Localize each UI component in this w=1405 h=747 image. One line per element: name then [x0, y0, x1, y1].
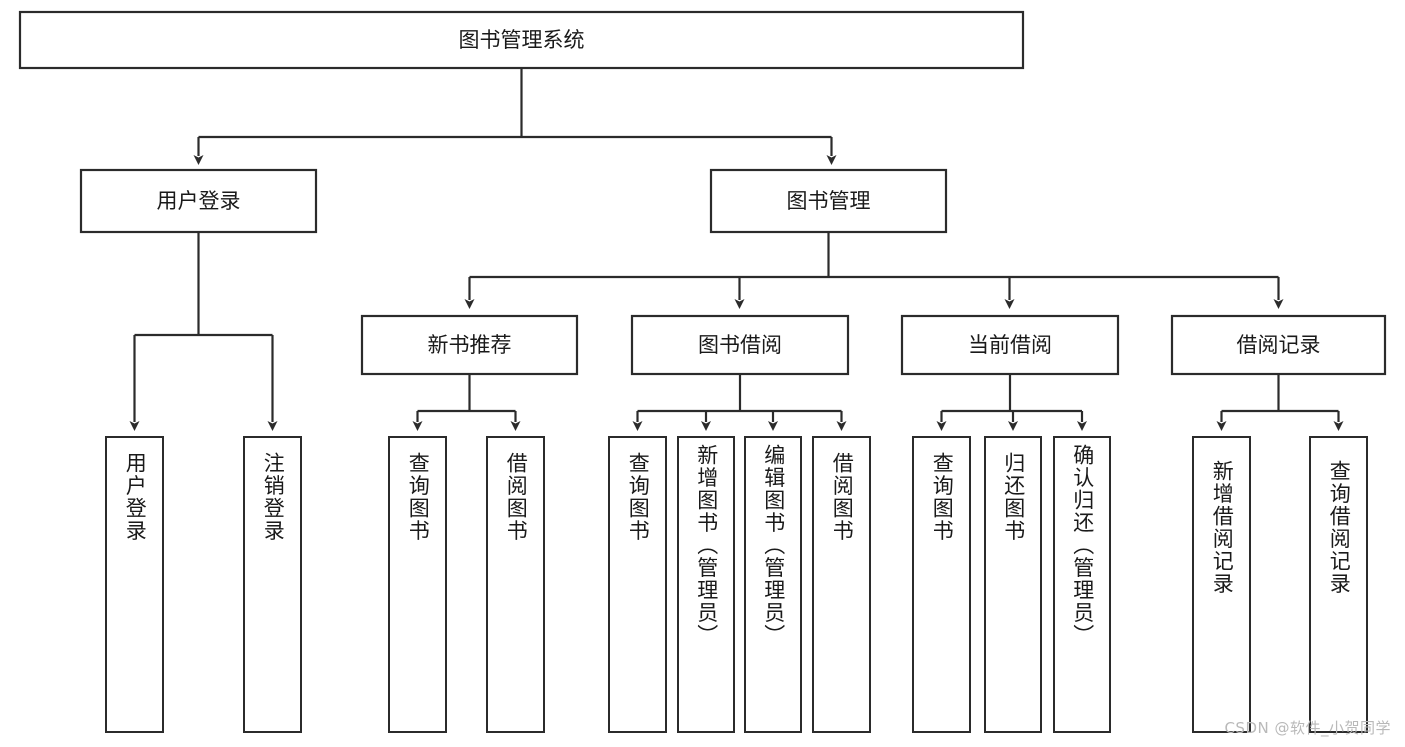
node-user-login[interactable]: 用户登录	[79, 168, 318, 234]
leaf-edit-book[interactable]: 编辑图书（管理员）	[744, 436, 802, 733]
leaf-query-book-1-label: 查询图书	[406, 452, 431, 542]
leaf-query-book-2-label: 查询图书	[626, 452, 651, 542]
node-borrow-record-rect	[1170, 314, 1387, 376]
leaf-borrow-book-1[interactable]: 借阅图书	[486, 436, 545, 733]
leaf-query-book-3-label: 查询图书	[930, 452, 955, 542]
leaf-logout[interactable]: 注销登录	[243, 436, 302, 733]
edge-book-manage-to-level3	[464, 232, 1284, 309]
edge-new-book-recommend-to-leaves	[412, 374, 521, 431]
leaf-borrow-book-2-label: 借阅图书	[830, 452, 855, 542]
node-current-borrow[interactable]: 当前借阅	[900, 314, 1120, 376]
leaf-query-book-1[interactable]: 查询图书	[388, 436, 447, 733]
leaf-query-book-2[interactable]: 查询图书	[608, 436, 667, 733]
node-current-borrow-rect	[900, 314, 1120, 376]
edge-root-to-level2	[193, 68, 837, 165]
leaf-add-book-label: 新增图书（管理员）	[694, 444, 719, 647]
node-borrow-record[interactable]: 借阅记录	[1170, 314, 1387, 376]
leaf-add-book[interactable]: 新增图书（管理员）	[677, 436, 735, 733]
leaf-user-login[interactable]: 用户登录	[105, 436, 164, 733]
leaf-add-record-label: 新增借阅记录	[1210, 460, 1235, 595]
edge-borrow-record-to-leaves	[1216, 374, 1344, 431]
node-book-borrow[interactable]: 图书借阅	[630, 314, 850, 376]
leaf-edit-book-label: 编辑图书（管理员）	[761, 444, 786, 647]
edge-current-borrow-to-leaves	[936, 374, 1087, 431]
leaf-add-record[interactable]: 新增借阅记录	[1192, 436, 1251, 733]
leaf-borrow-book-2[interactable]: 借阅图书	[812, 436, 871, 733]
node-borrow-record-label: 借阅记录	[1237, 333, 1321, 357]
leaf-confirm-return-label: 确认归还（管理员）	[1070, 444, 1095, 647]
node-user-login-rect	[79, 168, 318, 234]
node-new-book-recommend-label: 新书推荐	[428, 333, 512, 357]
leaf-query-record[interactable]: 查询借阅记录	[1309, 436, 1368, 733]
node-book-borrow-label: 图书借阅	[698, 333, 782, 357]
node-new-book-recommend[interactable]: 新书推荐	[360, 314, 579, 376]
leaf-return-book-label: 归还图书	[1001, 452, 1026, 542]
leaf-query-record-label: 查询借阅记录	[1327, 460, 1352, 595]
leaf-user-login-label: 用户登录	[123, 452, 148, 542]
node-new-book-recommend-rect	[360, 314, 579, 376]
node-root-rect	[18, 10, 1025, 70]
node-book-borrow-rect	[630, 314, 850, 376]
leaf-logout-label: 注销登录	[261, 452, 286, 542]
edge-book-borrow-to-leaves	[632, 374, 847, 431]
edge-user-login-to-leaves	[129, 232, 278, 431]
node-root-label: 图书管理系统	[459, 28, 585, 52]
leaf-return-book[interactable]: 归还图书	[984, 436, 1042, 733]
leaf-query-book-3[interactable]: 查询图书	[912, 436, 971, 733]
node-book-manage[interactable]: 图书管理	[709, 168, 948, 234]
node-book-manage-label: 图书管理	[787, 189, 871, 213]
node-root[interactable]: 图书管理系统	[18, 10, 1025, 70]
node-current-borrow-label: 当前借阅	[968, 333, 1052, 357]
leaf-borrow-book-1-label: 借阅图书	[504, 452, 529, 542]
leaf-confirm-return[interactable]: 确认归还（管理员）	[1053, 436, 1111, 733]
node-user-login-label: 用户登录	[157, 189, 241, 213]
